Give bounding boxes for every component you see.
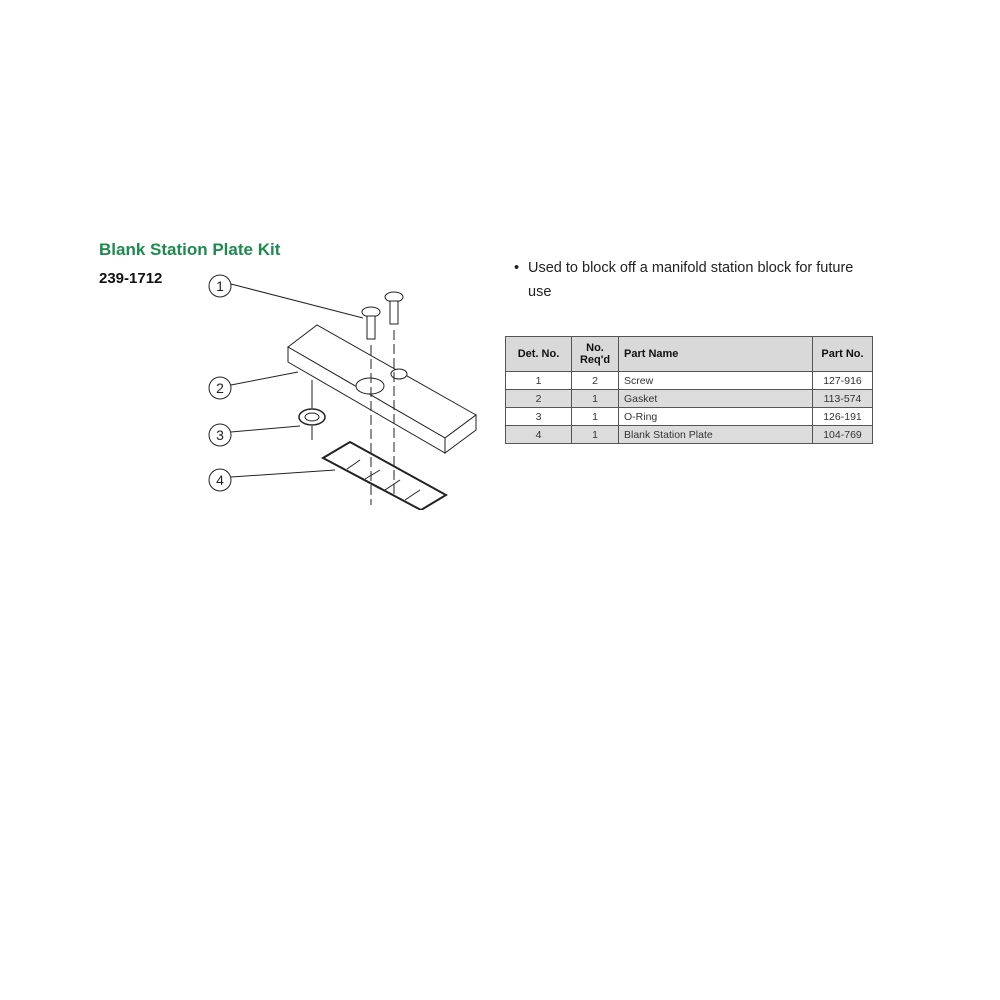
svg-text:4: 4 <box>216 472 224 488</box>
det-no: 1 <box>505 371 572 390</box>
table-row: 2 1 Gasket 113-574 <box>505 389 873 408</box>
svg-text:2: 2 <box>216 380 224 396</box>
callout-3: 3 <box>208 423 301 447</box>
kit-part-number: 239-1712 <box>99 270 163 287</box>
part-no: 126-191 <box>812 407 873 426</box>
svg-text:3: 3 <box>216 427 224 443</box>
gasket-block <box>287 324 477 454</box>
part-name: O-Ring <box>618 407 813 426</box>
det-no: 2 <box>505 389 572 408</box>
callout-4: 4 <box>208 468 336 492</box>
col-header-qty: No. Req'd <box>571 336 619 372</box>
table-row: 4 1 Blank Station Plate 104-769 <box>505 425 873 444</box>
part-name: Blank Station Plate <box>618 425 813 444</box>
col-header-part-name: Part Name <box>618 336 813 372</box>
col-header-det-no: Det. No. <box>505 336 572 372</box>
table-row: 3 1 O-Ring 126-191 <box>505 407 873 426</box>
part-no: 113-574 <box>812 389 873 408</box>
det-no: 4 <box>505 425 572 444</box>
bullet-icon: • <box>514 260 520 276</box>
part-no: 127-916 <box>812 371 873 390</box>
svg-text:1: 1 <box>216 278 224 294</box>
part-no: 104-769 <box>812 425 873 444</box>
parts-table: Det. No. No. Req'd Part Name Part No. 1 … <box>505 336 873 444</box>
screw-icon <box>361 291 404 340</box>
col-header-part-no: Part No. <box>812 336 873 372</box>
qty: 1 <box>571 389 619 408</box>
part-name: Screw <box>618 371 813 390</box>
kit-title: Blank Station Plate Kit <box>99 240 281 259</box>
table-row: 1 2 Screw 127-916 <box>505 371 873 390</box>
qty: 1 <box>571 407 619 426</box>
part-name: Gasket <box>618 389 813 408</box>
exploded-view-illustration: 1 2 3 4 <box>208 274 477 510</box>
qty: 2 <box>571 371 619 390</box>
station-plate <box>320 440 449 510</box>
callout-1: 1 <box>208 274 364 319</box>
det-no: 3 <box>505 407 572 426</box>
o-ring-icon <box>298 408 326 426</box>
qty: 1 <box>571 425 619 444</box>
callout-2: 2 <box>208 371 299 400</box>
bullet-item: • Used to block off a manifold station b… <box>514 256 854 304</box>
table-header-row: Det. No. No. Req'd Part Name Part No. <box>505 336 873 372</box>
